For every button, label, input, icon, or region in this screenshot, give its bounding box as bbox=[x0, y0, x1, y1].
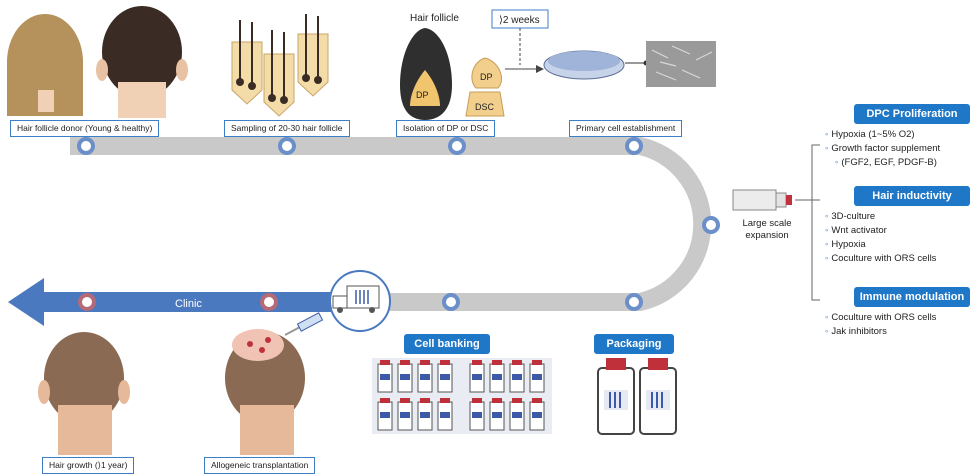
list-item: 3D-culture bbox=[825, 210, 936, 224]
node-primary bbox=[625, 137, 643, 155]
dsc-label: DSC bbox=[475, 102, 495, 112]
node-expansion bbox=[702, 216, 720, 234]
transplant-head-icon bbox=[225, 329, 305, 455]
stage-sampling: Sampling of 20-30 hair follicle bbox=[224, 120, 350, 137]
packaging-title: Packaging bbox=[594, 334, 674, 354]
list-item-text: (FGF2, EGF, PDGF-B) bbox=[841, 157, 937, 168]
list-item: Wnt activator bbox=[825, 224, 936, 238]
list-item-cont: (FGF2, EGF, PDGF-B) bbox=[825, 156, 940, 170]
hair-follicle-samples-icon bbox=[231, 14, 329, 117]
node-hair-growth bbox=[78, 293, 96, 311]
panel-inductivity-items: 3D-culture Wnt activator Hypoxia Cocultu… bbox=[825, 210, 936, 266]
duration-label: ⟩2 weeks bbox=[499, 15, 540, 26]
stage-transplantation: Allogeneic transplantation bbox=[204, 457, 316, 474]
list-item: Hypoxia bbox=[825, 238, 936, 252]
clinic-label: Clinic bbox=[175, 298, 202, 310]
panel-immune-items: Coculture with ORS cells Jak inhibitors bbox=[825, 311, 936, 339]
panel-immune-title: Immune modulation bbox=[854, 287, 970, 307]
expansion-label: Large scale expansion bbox=[742, 218, 792, 241]
hair-follicle-icon bbox=[400, 28, 452, 120]
list-item: Jak inhibitors bbox=[825, 325, 936, 339]
panel-inductivity-title: Hair inductivity bbox=[854, 186, 970, 206]
dp-cell-label: DP bbox=[480, 72, 493, 82]
node-sampling bbox=[278, 137, 296, 155]
stage-donor: Hair follicle donor (Young & healthy) bbox=[10, 120, 160, 137]
stage-primary: Primary cell establishment bbox=[569, 120, 683, 137]
follicle-title: Hair follicle bbox=[410, 13, 459, 24]
process-track bbox=[70, 137, 712, 311]
petri-dish-icon bbox=[543, 50, 625, 80]
culture-flask-icon bbox=[732, 189, 792, 211]
node-isolation bbox=[448, 137, 466, 155]
donor-female-icon bbox=[7, 14, 83, 116]
packaged-vials-icon bbox=[597, 358, 677, 435]
node-cell-banking bbox=[442, 293, 460, 311]
delivery-truck-icon bbox=[329, 270, 391, 332]
dp-label: DP bbox=[416, 90, 429, 100]
stage-isolation: Isolation of DP or DSC bbox=[396, 120, 496, 137]
panel-proliferation-title: DPC Proliferation bbox=[854, 104, 970, 124]
node-transplantation bbox=[260, 293, 278, 311]
list-item: Coculture with ORS cells bbox=[825, 252, 936, 266]
list-item: Growth factor supplement bbox=[825, 142, 940, 156]
list-item: Hypoxia (1~5% O2) bbox=[825, 128, 940, 142]
cell-banking-title: Cell banking bbox=[404, 334, 490, 354]
panel-proliferation-items: Hypoxia (1~5% O2) Growth factor suppleme… bbox=[825, 128, 940, 170]
vial-rack-icon bbox=[372, 358, 552, 434]
hair-growth-head-icon bbox=[38, 332, 130, 455]
list-item: Coculture with ORS cells bbox=[825, 311, 936, 325]
node-packaging bbox=[625, 293, 643, 311]
syringe-icon bbox=[284, 312, 324, 336]
node-donor bbox=[77, 137, 95, 155]
cell-culture-image bbox=[646, 41, 716, 87]
donor-male-icon bbox=[96, 6, 188, 118]
dsc-cells-icon bbox=[465, 57, 505, 117]
stage-hair-growth: Hair growth (⟩1 year) bbox=[42, 457, 135, 474]
